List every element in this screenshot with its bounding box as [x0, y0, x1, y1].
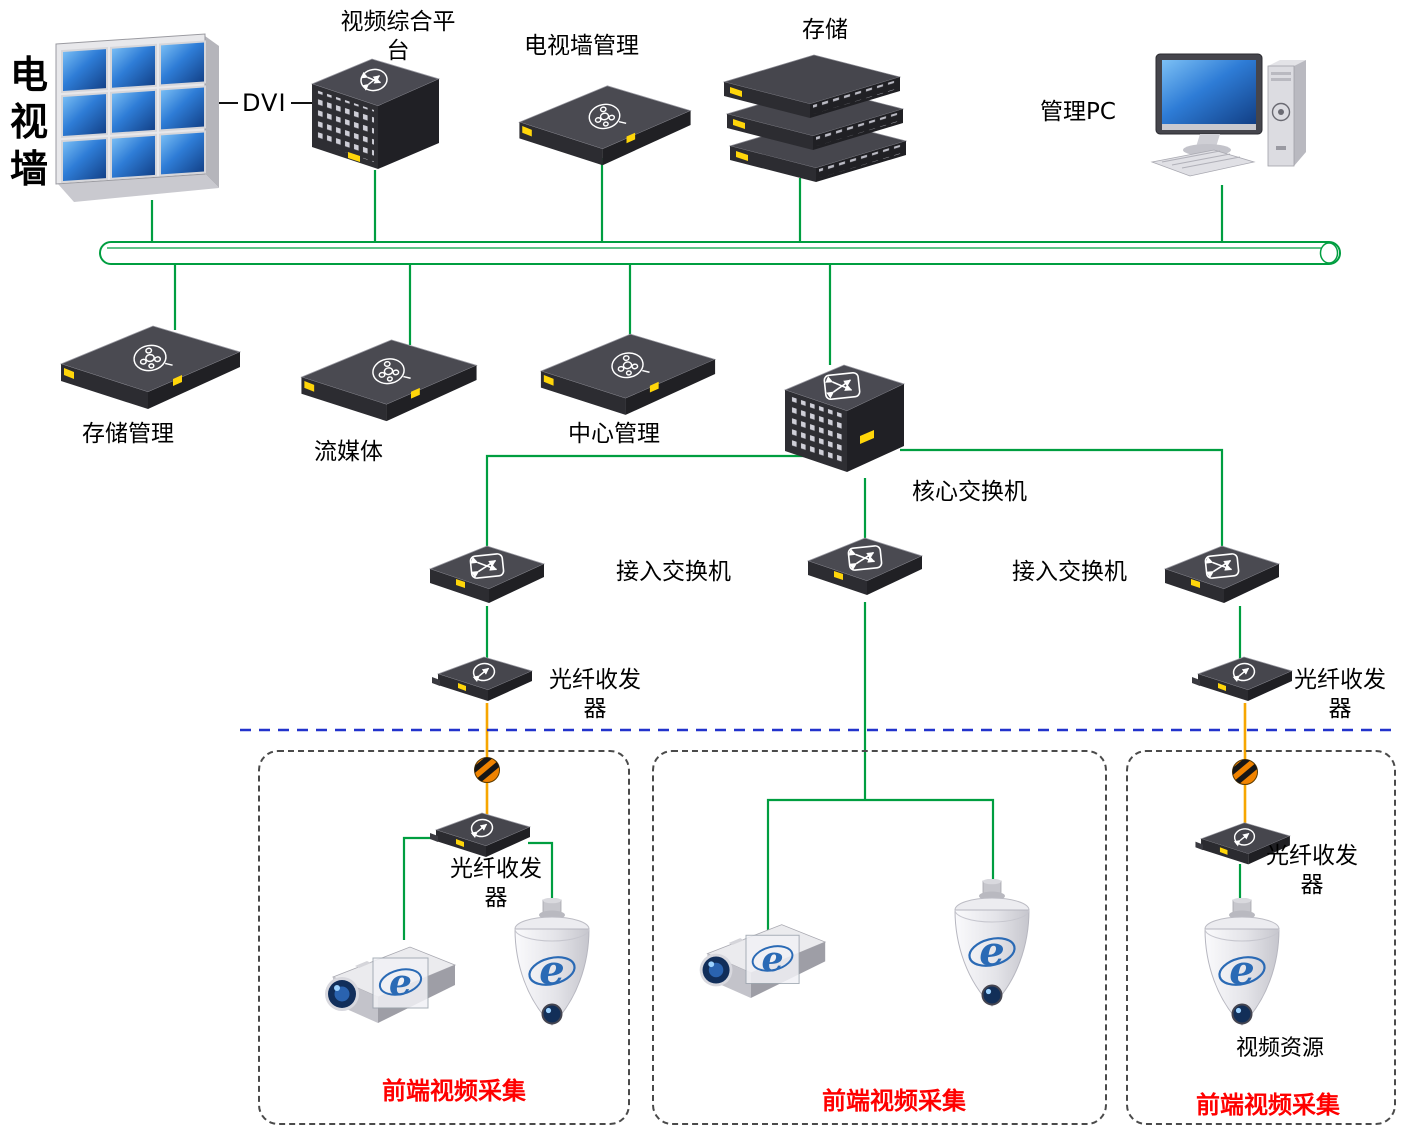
switch-arrows-icon: [360, 68, 388, 92]
fiber-transceiver-top-left-device: [432, 652, 537, 707]
front-capture-label-middle: 前端视频采集: [822, 1087, 966, 1115]
fiber-transceiver-front-right-label: 光纤收发器: [1266, 843, 1358, 898]
front-capture-label-right: 前端视频采集: [1196, 1091, 1340, 1119]
tvwall-mgmt-label: 电视墙管理: [524, 33, 639, 59]
box-camera-middle: [690, 903, 830, 1010]
access-switch-left-label: 接入交换机: [616, 559, 731, 585]
storage-label: 存储: [802, 17, 848, 43]
lan-links: [150, 158, 1224, 243]
central-mgmt-device: [538, 330, 718, 420]
access-switch-right-label: 接入交换机: [1012, 559, 1127, 585]
storage-device: [722, 52, 907, 184]
front-capture-zone-left: [258, 750, 630, 1125]
dome-camera-left: [502, 898, 602, 1048]
front-capture-zone-middle: [652, 750, 1107, 1125]
fiber-transceiver-top-left-label: 光纤收发器: [549, 667, 641, 722]
dome-camera-right: [1192, 898, 1292, 1048]
mgmt-pc-label: 管理PC: [1040, 99, 1116, 125]
tv-wall-screens: [61, 40, 206, 184]
box-camera-left: [315, 925, 460, 1035]
front-capture-label-left: 前端视频采集: [382, 1077, 526, 1105]
dome-camera-middle: [942, 878, 1042, 1030]
access-switch-right-device: [1163, 542, 1281, 614]
storage-mgmt-label: 存储管理: [82, 421, 174, 447]
front-capture-zone-right: [1126, 750, 1396, 1125]
fiber-warning-icon: [474, 757, 500, 783]
video-platform-label: 视频综合平台: [340, 9, 456, 64]
dvi-label: DVI: [238, 88, 291, 118]
core-switch-label: 核心交换机: [912, 479, 1027, 505]
bus-backbone: [99, 241, 1341, 265]
video-resource-label: 视频资源: [1236, 1036, 1325, 1061]
fiber-transceiver-top-right-device: [1192, 652, 1297, 707]
tv-wall-label: 电视墙: [10, 53, 49, 192]
pc-screen: [1162, 60, 1256, 124]
streaming-media-label: 流媒体: [314, 439, 383, 465]
fiber-warning-icon: [1232, 759, 1258, 785]
video-platform-device: [308, 50, 443, 175]
pc-keyboard: [1150, 149, 1256, 177]
core-switch-device: [782, 358, 907, 483]
tv-wall-device: [48, 22, 223, 212]
mgmt-pc-device: [1150, 50, 1315, 190]
central-mgmt-label: 中心管理: [568, 421, 660, 447]
storage-mgmt-device: [58, 322, 243, 414]
access-switch-left-device: [428, 542, 546, 614]
switch-arrows-icon: [823, 371, 861, 401]
tvwall-mgmt-device: [515, 82, 695, 170]
access-switch-middle-device: [806, 534, 924, 606]
fiber-transceiver-top-right-label: 光纤收发器: [1294, 667, 1386, 722]
streaming-media-device: [298, 336, 480, 426]
fiber-transceiver-front-left-label: 光纤收发器: [450, 856, 542, 911]
lan-links-lower: [173, 264, 1242, 940]
